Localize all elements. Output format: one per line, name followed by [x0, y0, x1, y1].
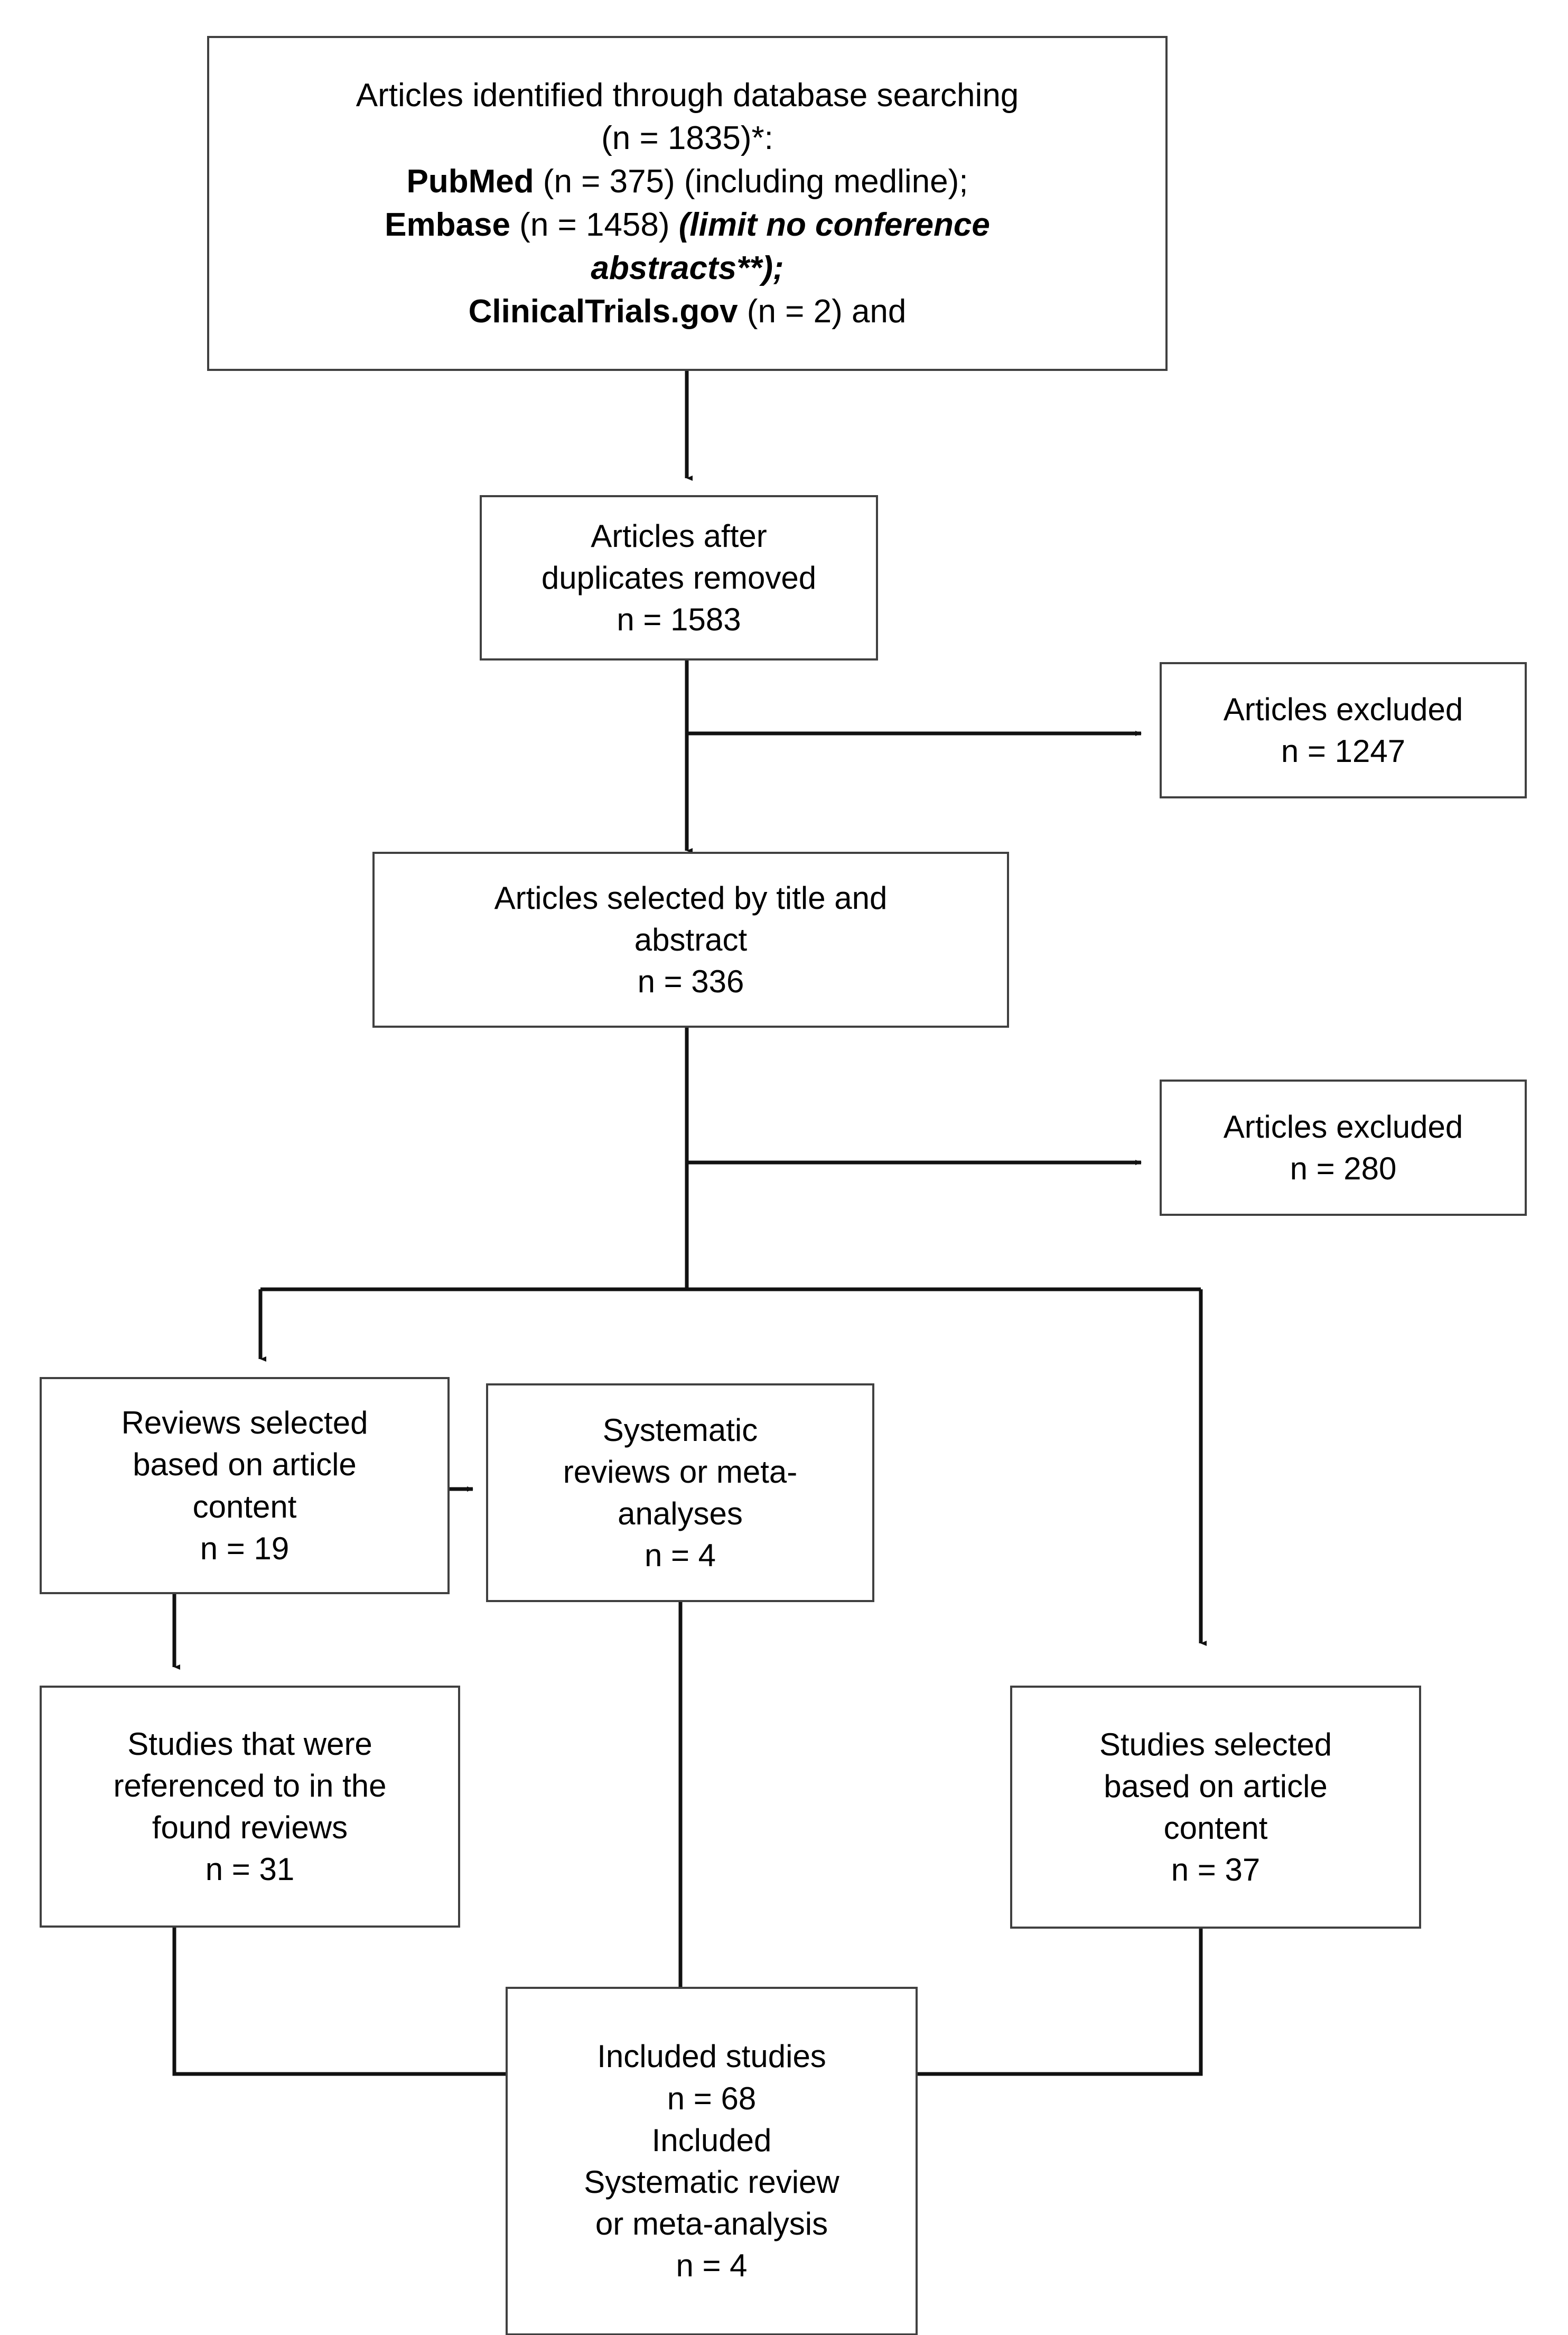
- reviews-line-4: n = 19: [200, 1530, 290, 1566]
- included-line-2: n = 68: [667, 2080, 757, 2116]
- identified-line-embase-2: abstracts**);: [591, 249, 784, 286]
- identified-line-embase: Embase (n = 1458) (limit no conference: [385, 203, 990, 247]
- excluded2-line-2: n = 280: [1290, 1151, 1397, 1186]
- included-line-6: n = 4: [676, 2248, 748, 2284]
- node-articles-selected-title-abstract: Articles selected by title and abstract …: [372, 852, 1009, 1028]
- embase-italic-1: (limit no conference: [678, 207, 990, 243]
- studies-selected-line-2: based on article: [1104, 1768, 1328, 1804]
- reviews-line-3: content: [192, 1489, 297, 1524]
- studies-selected-line-4: n = 37: [1171, 1852, 1261, 1888]
- referenced-line-4: n = 31: [205, 1852, 295, 1887]
- selected-line-2: abstract: [634, 922, 748, 957]
- node-articles-excluded-1: Articles excluded n = 1247: [1160, 662, 1527, 798]
- systematic-line-1: Systematic: [602, 1412, 758, 1448]
- pubmed-rest: (n = 375) (including medline);: [534, 163, 968, 200]
- node-studies-selected: Studies selected based on article conten…: [1010, 1686, 1421, 1929]
- selected-line-3: n = 336: [637, 964, 744, 1000]
- identified-line-1: Articles identified through database sea…: [356, 77, 1019, 114]
- studies-selected-line-1: Studies selected: [1099, 1726, 1332, 1762]
- included-line-3: Included: [651, 2122, 772, 2158]
- pubmed-label: PubMed: [406, 163, 534, 200]
- reviews-line-1: Reviews selected: [121, 1405, 368, 1441]
- reviews-line-2: based on article: [133, 1447, 357, 1483]
- node-included-studies: Included studies n = 68 Included Systema…: [506, 1987, 918, 2335]
- selected-line-1: Articles selected by title and: [494, 880, 888, 916]
- node-referenced-studies: Studies that were referenced to in the f…: [40, 1686, 460, 1928]
- systematic-line-3: analyses: [618, 1496, 743, 1531]
- connector-studies-selected-to-included: [892, 1929, 1203, 2077]
- identified-line-clinicaltrials: ClinicalTrials.gov (n = 2) and: [469, 290, 907, 333]
- node-reviews-selected: Reviews selected based on article conten…: [40, 1377, 450, 1594]
- identified-line-2: (n = 1835)*:: [601, 120, 773, 157]
- embase-count: (n = 1458): [510, 207, 679, 243]
- duplicates-line-2: duplicates removed: [541, 560, 817, 596]
- clinicaltrials-rest: (n = 2) and: [738, 293, 907, 330]
- node-systematic-reviews: Systematic reviews or meta- analyses n =…: [486, 1383, 874, 1602]
- systematic-line-4: n = 4: [644, 1538, 716, 1574]
- clinicaltrials-label: ClinicalTrials.gov: [468, 293, 738, 330]
- excluded1-line-2: n = 1247: [1281, 733, 1406, 769]
- node-articles-identified: Articles identified through database sea…: [207, 36, 1168, 371]
- identified-line-pubmed: PubMed (n = 375) (including medline);: [406, 160, 968, 203]
- excluded1-line-1: Articles excluded: [1223, 691, 1463, 727]
- systematic-line-2: reviews or meta-: [563, 1454, 798, 1490]
- node-articles-excluded-2: Articles excluded n = 280: [1160, 1080, 1527, 1216]
- duplicates-line-1: Articles after: [591, 518, 767, 554]
- referenced-line-1: Studies that were: [127, 1726, 372, 1762]
- included-line-1: Included studies: [597, 2039, 826, 2074]
- included-line-5: or meta-analysis: [595, 2206, 828, 2242]
- connector-referenced-to-included: [172, 1928, 531, 2077]
- node-articles-after-duplicates: Articles after duplicates removed n = 15…: [480, 495, 878, 661]
- embase-label: Embase: [385, 207, 510, 243]
- excluded2-line-1: Articles excluded: [1223, 1109, 1463, 1145]
- referenced-line-3: found reviews: [152, 1810, 348, 1845]
- referenced-line-2: referenced to in the: [113, 1767, 387, 1803]
- duplicates-line-3: n = 1583: [617, 602, 741, 638]
- included-line-4: Systematic review: [584, 2164, 839, 2200]
- studies-selected-line-3: content: [1163, 1810, 1268, 1846]
